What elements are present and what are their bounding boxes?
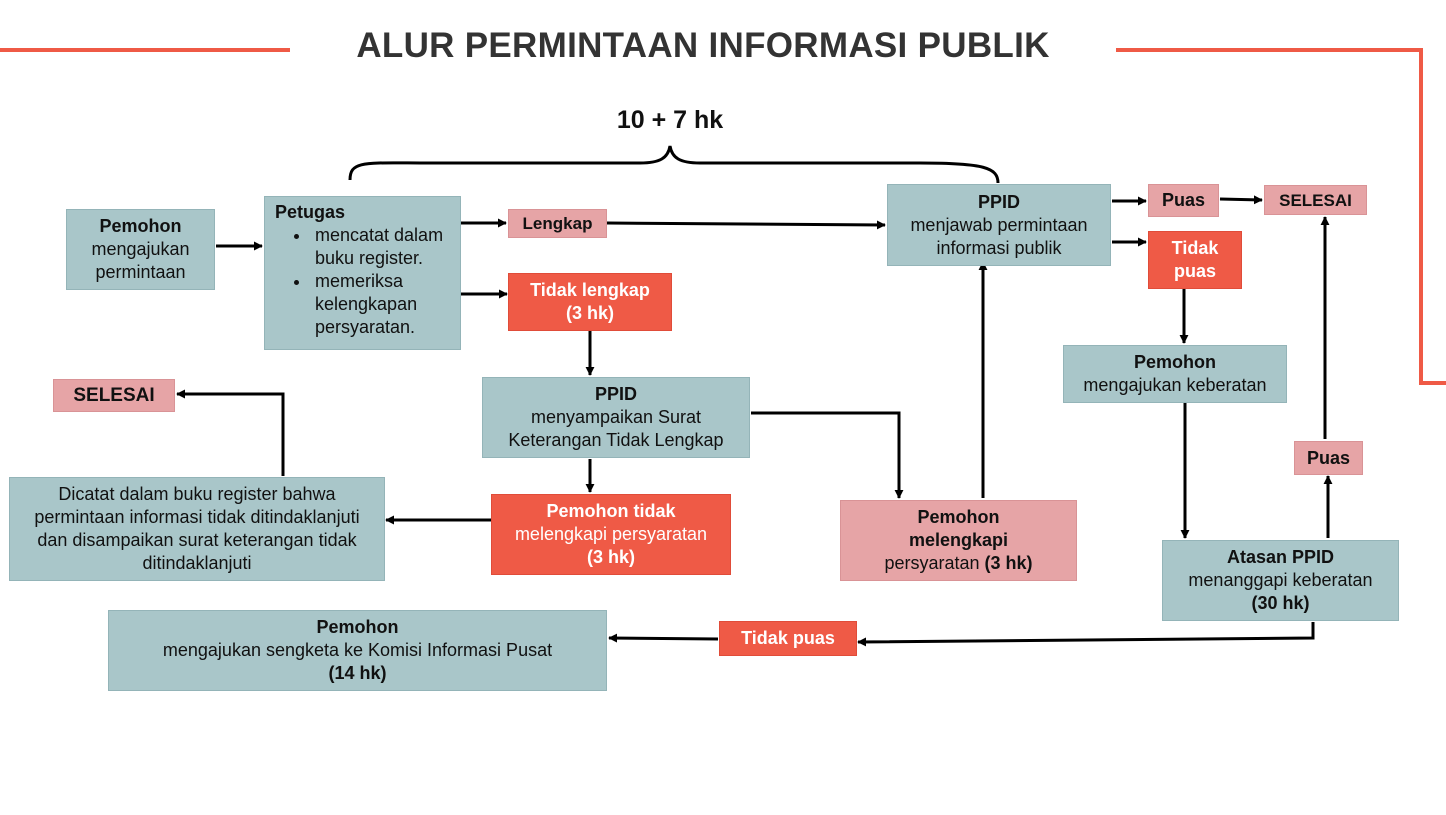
node-duration: (3 hk) — [984, 553, 1033, 573]
node-ppid-surat: PPID menyampaikan Surat Keterangan Tidak… — [482, 377, 750, 458]
node-puas-right: Puas — [1294, 441, 1363, 475]
node-title: Pemohon melengkapi — [908, 507, 1009, 550]
node-duration: (3 hk) — [565, 303, 614, 323]
node-text: persyaratan — [884, 553, 980, 573]
node-dicatat: Dicatat dalam buku register bahwa permin… — [9, 477, 385, 581]
arrow-puas-selesai — [1219, 195, 1263, 205]
node-selesai-top: SELESAI — [1264, 185, 1367, 215]
node-tidak-puas-bottom: Tidak puas — [719, 621, 857, 656]
node-pemohon-start: Pemohon mengajukan permintaan — [66, 209, 215, 290]
node-pemohon-melengkapi: Pemohon melengkapi persyaratan (3 hk) — [840, 500, 1077, 581]
node-text: mengajukan keberatan — [1083, 375, 1267, 395]
node-tidak-lengkap: Tidak lengkap (3 hk) — [508, 273, 672, 331]
node-ppid-jawab: PPID menjawab permintaan informasi publi… — [887, 184, 1111, 266]
arrow-atasan-tidakpuas — [857, 622, 1315, 647]
node-tidak-puas-top: Tidak puas — [1148, 231, 1242, 289]
node-lengkap: Lengkap — [508, 209, 607, 238]
node-title: Pemohon — [99, 216, 182, 236]
node-title: Petugas — [275, 202, 346, 222]
node-pemohon-keberatan: Pemohon mengajukan keberatan — [1063, 345, 1287, 403]
node-duration: (14 hk) — [328, 663, 387, 683]
node-text: mengajukan sengketa ke Komisi Informasi … — [162, 640, 553, 660]
node-atasan-ppid: Atasan PPID menanggapi keberatan (30 hk) — [1162, 540, 1399, 621]
arrow-ppidsurat-melengkapi — [751, 411, 904, 499]
arrow-dicatat-selesai — [176, 389, 285, 476]
node-title: Atasan PPID — [1226, 547, 1335, 567]
node-text: menjawab permintaan informasi publik — [910, 214, 1088, 258]
frame-line-right — [1116, 48, 1446, 385]
node-title: PPID — [594, 384, 637, 404]
node-title: Pemohon — [1133, 352, 1216, 372]
page-title: ALUR PERMINTAAN INFORMASI PUBLIK — [356, 26, 1050, 65]
node-title: Pemohon tidak — [546, 501, 676, 521]
node-petugas: Petugas mencatat dalam buku register. me… — [264, 196, 461, 350]
node-text: melengkapi persyaratan — [514, 524, 708, 544]
node-text-row: persyaratan (3 hk) — [884, 552, 1032, 575]
node-text: menanggapi keberatan — [1188, 570, 1373, 590]
node-text: mengajukan permintaan — [91, 239, 190, 282]
petugas-task-item: memeriksa kelengkapan persyaratan. — [311, 270, 450, 339]
node-text: menyampaikan Surat Keterangan Tidak Leng… — [508, 407, 724, 450]
arrow-tidakpuas-sengketa — [608, 633, 719, 643]
node-pemohon-sengketa: Pemohon mengajukan sengketa ke Komisi In… — [108, 610, 607, 691]
petugas-task-item: mencatat dalam buku register. — [311, 224, 450, 270]
node-puas-top: Puas — [1148, 184, 1219, 217]
node-duration: (3 hk) — [586, 547, 635, 567]
node-title: Pemohon — [316, 617, 399, 637]
brace-duration-label: 10 + 7 hk — [616, 106, 724, 134]
petugas-task-list: mencatat dalam buku register. memeriksa … — [275, 224, 450, 339]
brace — [348, 145, 1000, 184]
node-pemohon-tidak: Pemohon tidak melengkapi persyaratan (3 … — [491, 494, 731, 575]
node-selesai-left: SELESAI — [53, 379, 175, 412]
node-title: PPID — [977, 191, 1020, 212]
node-duration: (30 hk) — [1251, 593, 1310, 613]
arrow-lengkap-ppid — [606, 220, 886, 230]
node-title: Tidak lengkap — [530, 280, 650, 300]
